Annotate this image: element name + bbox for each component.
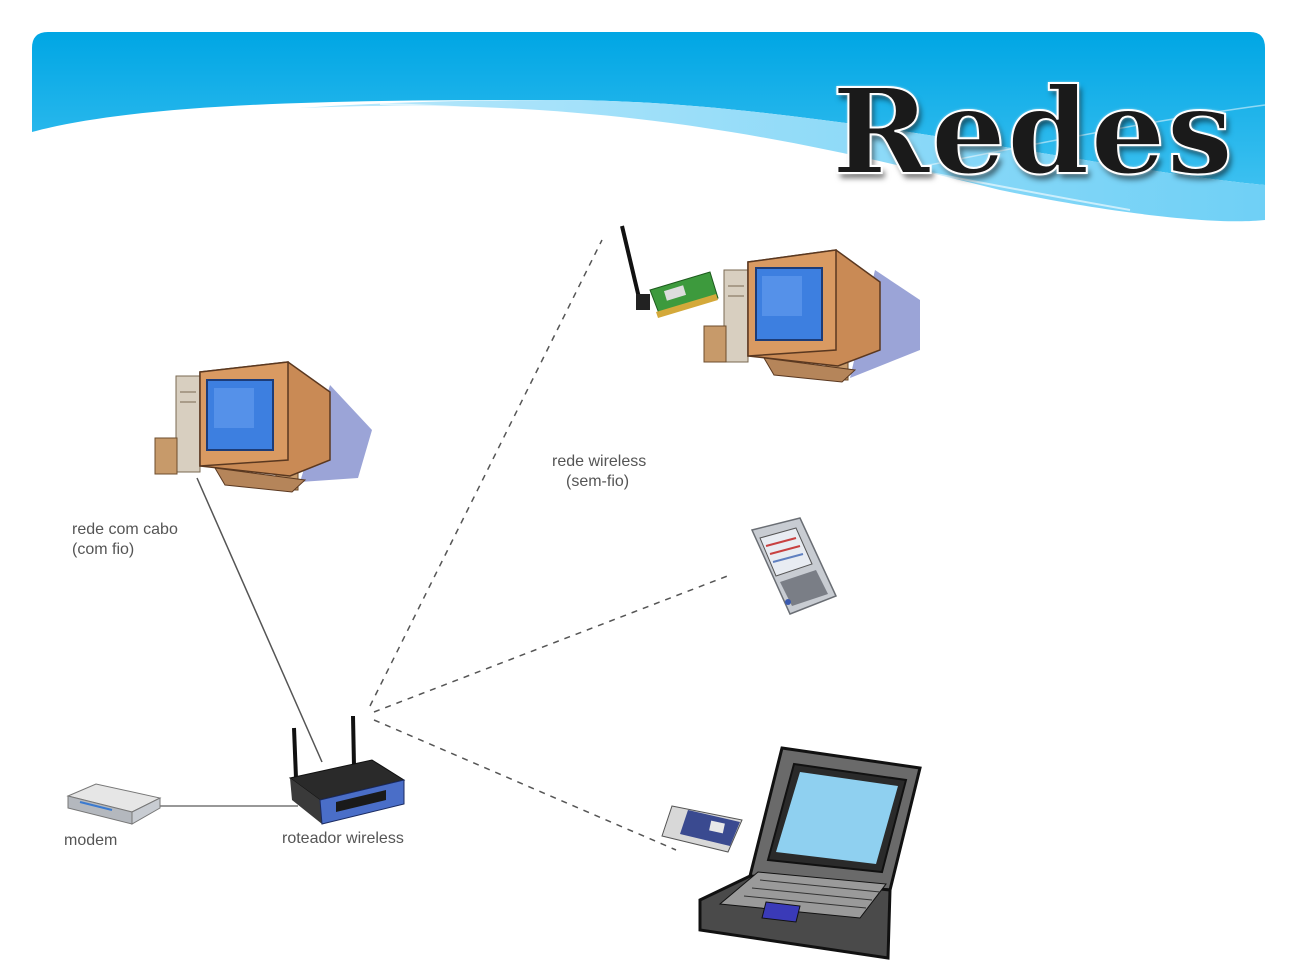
wired-network-label-line2: (com fio) xyxy=(72,541,135,558)
modem-label: modem xyxy=(64,832,118,849)
wired-network-label: rede com cabo (com fio) xyxy=(72,520,178,560)
desktop-computer-wired-icon xyxy=(154,361,372,493)
wireless-network-label-line1: rede wireless xyxy=(552,453,647,470)
wireless-link-desktop xyxy=(369,239,603,707)
pda-handheld-icon xyxy=(750,517,838,615)
wireless-network-label-line2: (sem-fio) xyxy=(566,473,630,490)
wireless-router-icon xyxy=(288,715,406,825)
laptop-icon xyxy=(698,746,922,960)
wireless-network-label: rede wireless (sem-fio) xyxy=(552,452,646,492)
slide-title: Redes xyxy=(831,61,1234,202)
wired-connection-line xyxy=(196,477,323,763)
modem-icon xyxy=(66,783,162,825)
desktop-computer-wireless-icon xyxy=(703,249,920,383)
wired-network-label-line1: rede com cabo xyxy=(72,521,178,538)
wireless-network-card-icon xyxy=(620,225,719,318)
header-banner xyxy=(32,32,1266,222)
pcmcia-wireless-card-icon xyxy=(661,805,743,853)
wireless-link-laptop xyxy=(373,719,677,851)
router-label: roteador wireless xyxy=(282,830,404,847)
wireless-link-pda xyxy=(373,574,731,713)
